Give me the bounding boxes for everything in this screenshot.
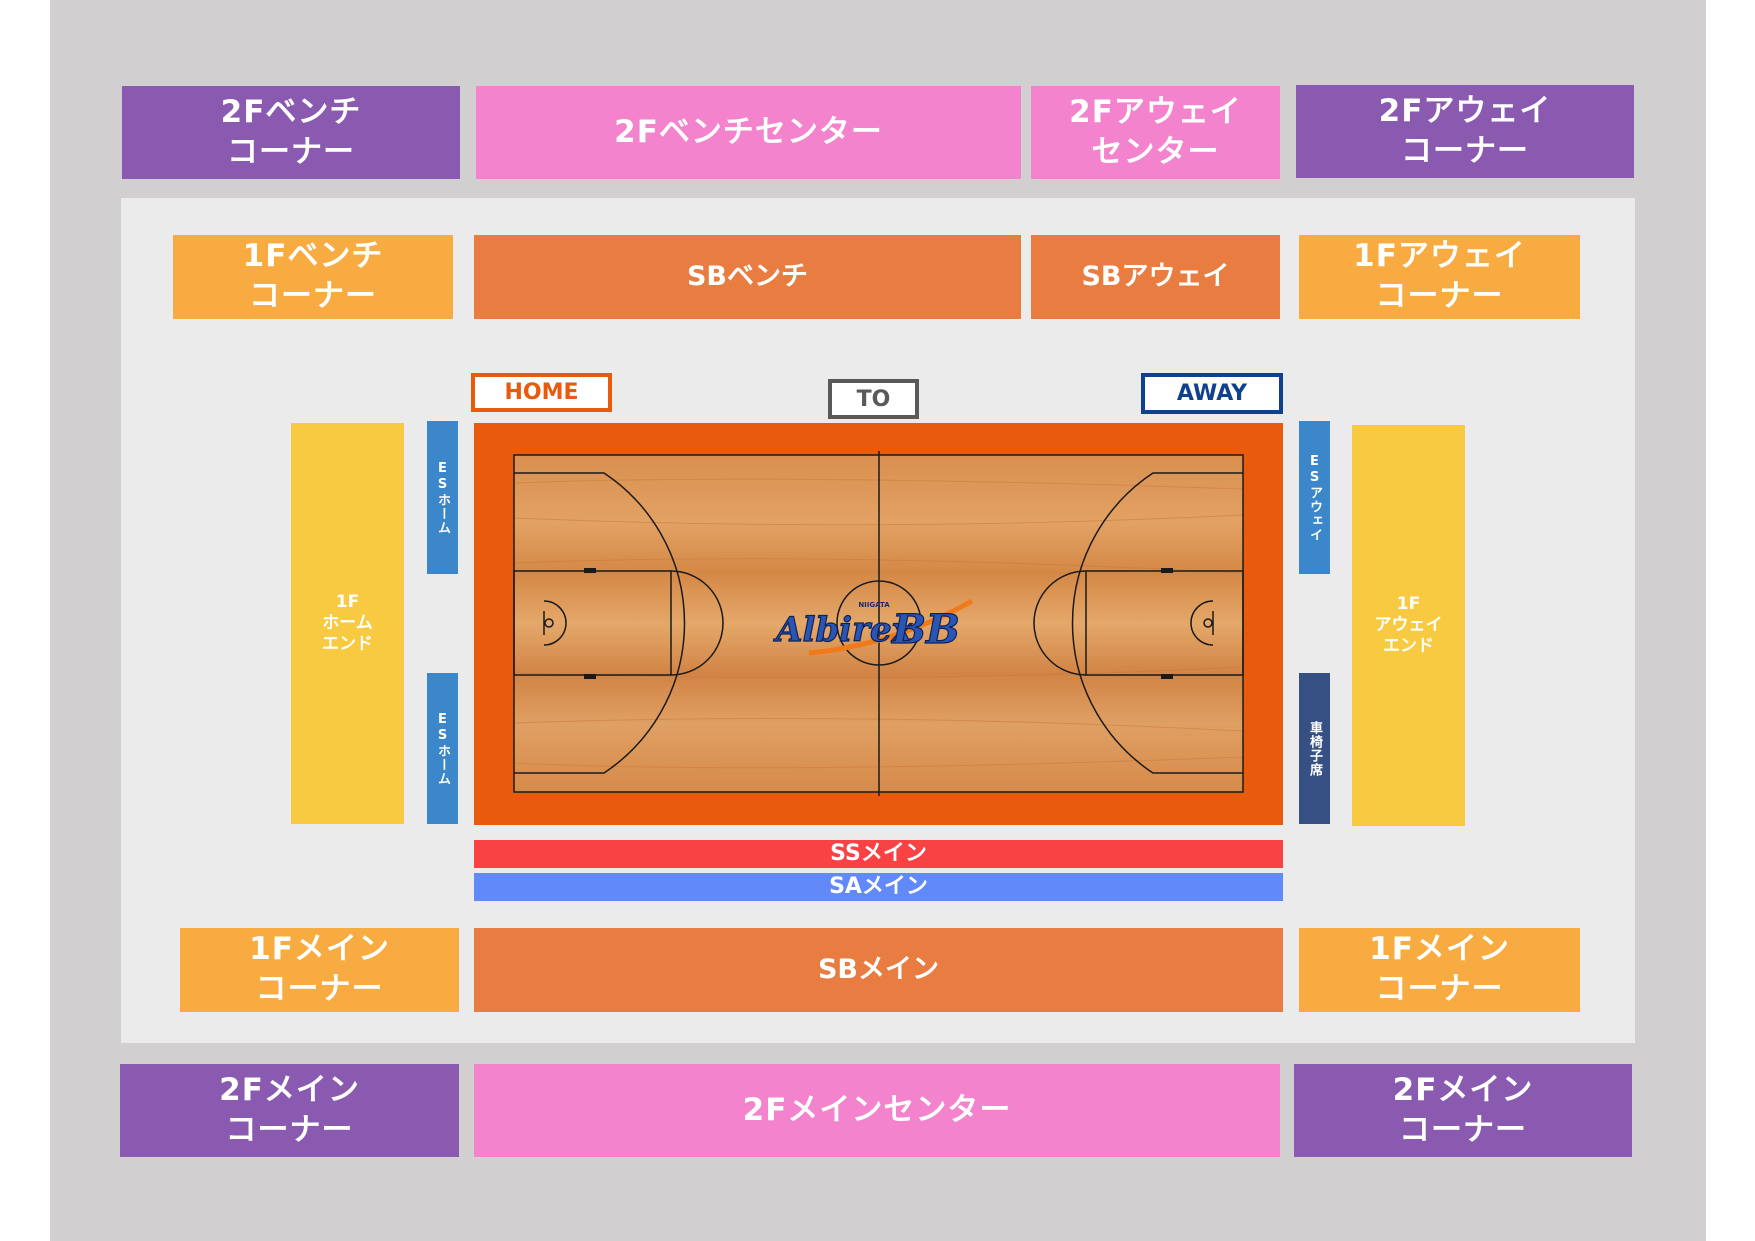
seat-2f-main-corner-left[interactable]: 2Fメイン コーナー: [120, 1064, 459, 1157]
basketball-court: NIIGATA Albirex BB: [474, 423, 1283, 825]
home-bench-label: HOME: [471, 373, 612, 412]
seat-1f-main-corner-right[interactable]: 1Fメイン コーナー: [1299, 928, 1580, 1012]
seat-2f-bench-corner[interactable]: 2Fベンチ コーナー: [122, 86, 460, 179]
seat-1f-home-end[interactable]: 1F ホーム エンド: [291, 423, 404, 824]
away-bench-label: AWAY: [1141, 373, 1283, 414]
seat-2f-away-corner[interactable]: 2Fアウェイ コーナー: [1296, 85, 1634, 178]
seat-2f-main-center[interactable]: 2Fメインセンター: [474, 1064, 1280, 1157]
seat-wheelchair[interactable]: 車椅子席: [1299, 673, 1330, 824]
seat-es-home-upper[interactable]: ESホーム: [427, 421, 458, 574]
seat-2f-main-corner-right[interactable]: 2Fメイン コーナー: [1294, 1064, 1632, 1157]
seat-1f-main-corner-left[interactable]: 1Fメイン コーナー: [180, 928, 459, 1012]
seat-es-home-lower[interactable]: ESホーム: [427, 673, 458, 824]
svg-text:Albirex: Albirex: [773, 610, 913, 650]
svg-text:NIIGATA: NIIGATA: [858, 601, 890, 609]
table-officials-label: TO: [828, 379, 919, 419]
seat-1f-bench-corner[interactable]: 1Fベンチ コーナー: [173, 235, 453, 319]
seat-2f-bench-center[interactable]: 2Fベンチセンター: [476, 86, 1021, 179]
seat-sa-main[interactable]: SAメイン: [474, 873, 1283, 901]
seat-2f-away-center[interactable]: 2Fアウェイ センター: [1031, 86, 1280, 179]
svg-text:BB: BB: [891, 606, 960, 653]
albirex-logo: NIIGATA Albirex BB: [772, 598, 974, 656]
seat-1f-away-end[interactable]: 1F アウェイ エンド: [1352, 425, 1465, 826]
seat-1f-away-corner[interactable]: 1Fアウェイ コーナー: [1299, 235, 1580, 319]
seat-sb-bench[interactable]: SBベンチ: [474, 235, 1021, 319]
seat-sb-main[interactable]: SBメイン: [474, 928, 1283, 1012]
seat-ss-main[interactable]: SSメイン: [474, 840, 1283, 868]
seat-es-away[interactable]: ESアウェイ: [1299, 421, 1330, 574]
seat-sb-away[interactable]: SBアウェイ: [1031, 235, 1280, 319]
